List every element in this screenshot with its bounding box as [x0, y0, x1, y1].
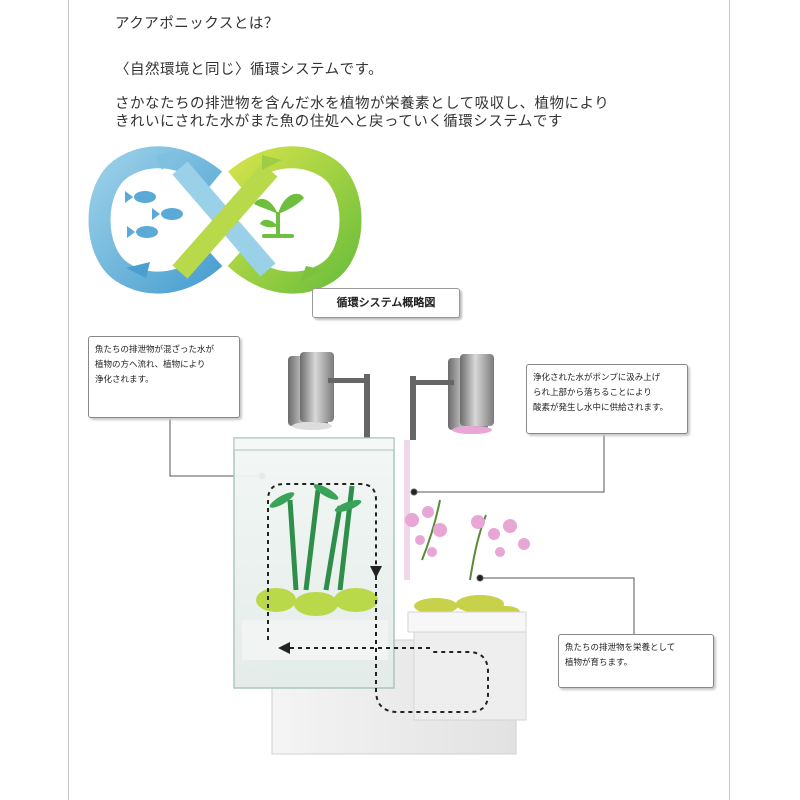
plant-tray	[404, 440, 530, 633]
fish-icon	[125, 191, 183, 238]
callout-left-line-2: 植物の方へ流れ、植物により	[95, 360, 206, 370]
cycle-arrow-icon	[262, 155, 282, 170]
cycle-arrow-icon	[300, 266, 324, 282]
callout-left-line-1: 魚たちの排泄物が混ざった水が	[95, 345, 215, 355]
callout-leaders	[169, 418, 635, 634]
callout-bottom-line-1: 魚たちの排泄物を栄養として	[565, 643, 676, 653]
water-flow-path	[267, 483, 489, 713]
lamp-left	[288, 352, 370, 438]
fish-tank	[233, 437, 395, 689]
intro-subheading: 〈自然環境と同じ〉循環システムです。	[115, 62, 384, 78]
callout-right-line-2: られ上部から落ちることにより	[533, 388, 652, 398]
cycle-arrow-icon	[156, 150, 178, 170]
callout-left: 魚たちの排泄物が混ざった水が 植物の方へ流れ、植物により 浄化されます。	[88, 336, 240, 418]
lamp-right	[410, 354, 494, 440]
cycle-arrow-icon	[126, 262, 150, 278]
callout-bottom-line-2: 植物が育ちます。	[565, 658, 633, 668]
diagram-title: 循環システム概略図	[312, 288, 460, 318]
callout-right-line-1: 浄化された水がポンプに汲み上げ	[533, 373, 661, 383]
callout-bottom: 魚たちの排泄物を栄養として 植物が育ちます。	[558, 634, 714, 688]
callout-right: 浄化された水がポンプに汲み上げ られ上部から落ちることにより 酸素が発生し水中に…	[526, 364, 688, 434]
infinity-cycle-icon	[88, 146, 362, 294]
intro-body-line-1: さかなたちの排泄物を含んだ水を植物が栄養素として吸収し、植物により	[115, 96, 610, 112]
callout-left-line-3: 浄化されます。	[95, 375, 154, 385]
page-frame	[68, 0, 730, 800]
intro-body-line-2: きれいにされた水がまた魚の住処へと戻っていく循環システムです	[115, 114, 563, 130]
callout-right-line-3: 酸素が発生し水中に供給されます。	[533, 403, 669, 413]
plant-sprout-icon	[254, 193, 304, 238]
intro-heading: アクアポニックスとは？	[115, 16, 279, 32]
